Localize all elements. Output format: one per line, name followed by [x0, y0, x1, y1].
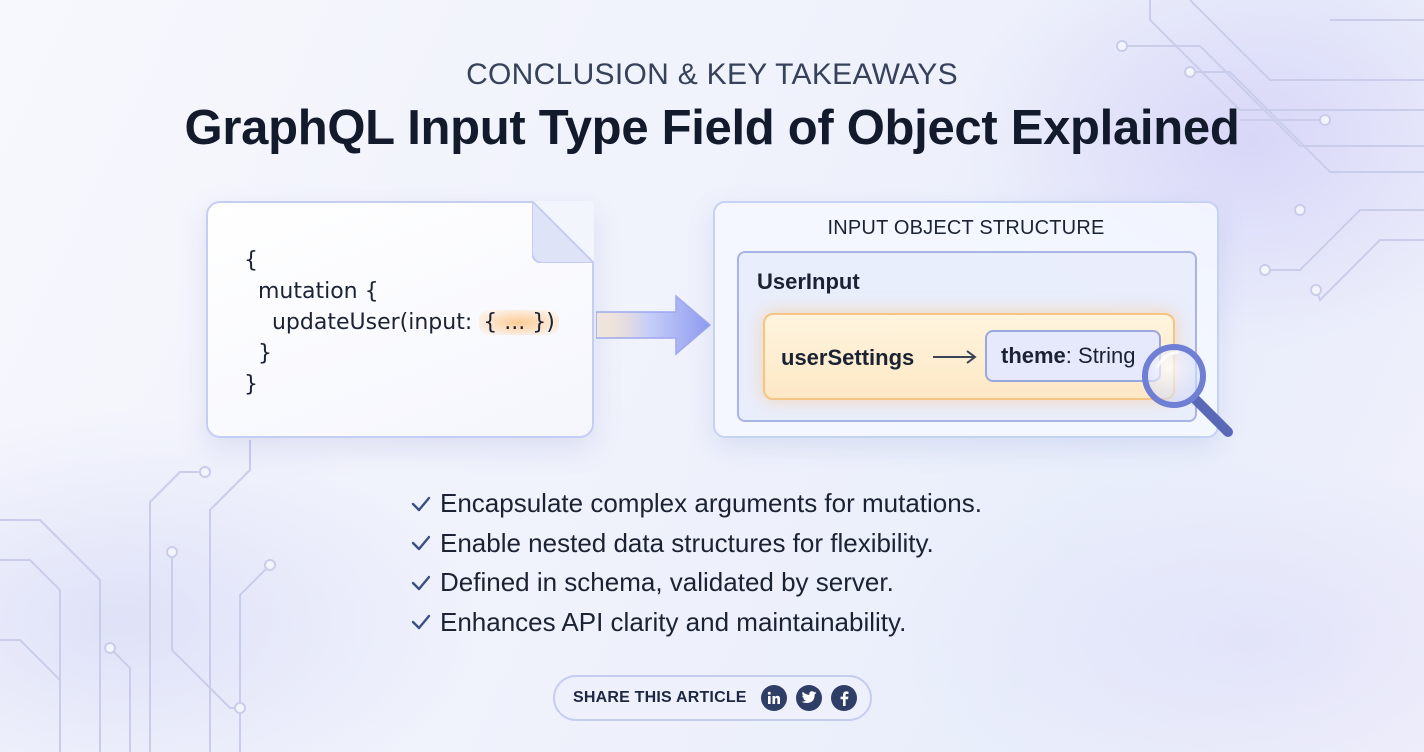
check-icon: [411, 615, 431, 630]
takeaway-text: Enable nested data structures for flexib…: [440, 527, 934, 558]
twitter-icon[interactable]: [795, 685, 822, 711]
code-line: updateUser(input: { ... }): [244, 307, 559, 338]
code-line: mutation {: [258, 279, 379, 304]
list-item: Encapsulate complex arguments for mutati…: [410, 484, 982, 524]
check-icon: [411, 536, 431, 551]
code-line: {: [244, 248, 258, 273]
flow-arrow-icon: [596, 294, 712, 356]
code-block: { mutation { updateUser(input: { ... }) …: [244, 245, 559, 400]
takeaways-list: Encapsulate complex arguments for mutati…: [410, 484, 982, 642]
code-line: }: [244, 372, 258, 397]
user-settings-field: userSettings theme: String: [763, 313, 1175, 400]
code-line: }: [258, 341, 272, 366]
share-label: SHARE THIS ARTICLE: [573, 689, 747, 706]
takeaway-text: Enhances API clarity and maintainability…: [440, 606, 907, 637]
check-icon: [411, 496, 431, 511]
check-icon: [411, 575, 431, 590]
list-item: Enhances API clarity and maintainability…: [410, 603, 982, 643]
user-input-object: UserInput userSettings theme: String: [737, 251, 1197, 422]
nested-field-chip: theme: String: [985, 330, 1161, 382]
section-eyebrow: CONCLUSION & KEY TAKEAWAYS: [466, 58, 958, 91]
facebook-icon[interactable]: [830, 685, 857, 711]
code-snippet-card: { mutation { updateUser(input: { ... }) …: [206, 201, 594, 438]
arrow-right-icon: [933, 350, 977, 364]
list-item: Enable nested data structures for flexib…: [410, 524, 982, 564]
takeaway-text: Encapsulate complex arguments for mutati…: [440, 488, 982, 519]
field-name: userSettings: [781, 345, 915, 370]
magnifier-icon: [1142, 344, 1233, 437]
takeaway-text: Defined in schema, validated by server.: [440, 567, 894, 598]
share-bar: SHARE THIS ARTICLE: [553, 675, 872, 721]
linkedin-icon[interactable]: [760, 685, 787, 711]
nested-field-type: : String: [1065, 343, 1136, 368]
highlighted-input: { ... }): [479, 310, 559, 335]
page-title: GraphQL Input Type Field of Object Expla…: [184, 101, 1240, 155]
input-object-structure-panel: INPUT OBJECT STRUCTURE UserInput userSet…: [713, 201, 1219, 438]
nested-field-name: theme: [1001, 343, 1066, 368]
panel-title: INPUT OBJECT STRUCTURE: [827, 217, 1105, 239]
object-name: UserInput: [757, 269, 860, 294]
list-item: Defined in schema, validated by server.: [410, 563, 982, 603]
